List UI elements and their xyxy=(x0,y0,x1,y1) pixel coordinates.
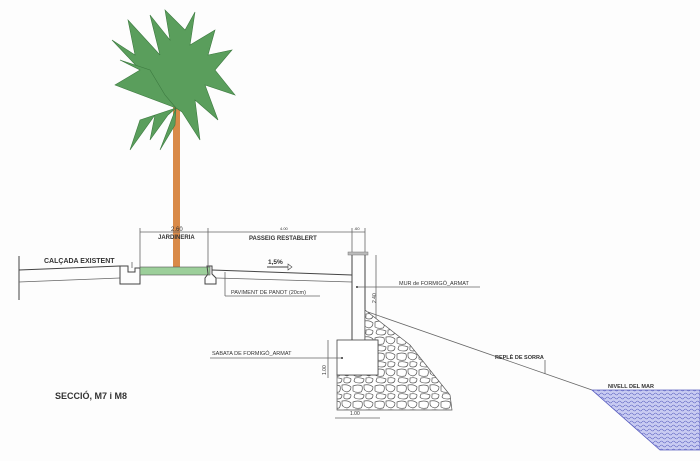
palm-tree-icon xyxy=(111,9,236,275)
paviment xyxy=(211,269,353,297)
section-title: SECCIÓ, M7 i M8 xyxy=(55,390,127,401)
top-dimension-line xyxy=(139,228,366,268)
calcada-label: CALÇADA EXISTENT xyxy=(44,258,115,265)
jardineria-label: JARDINERIA xyxy=(158,235,195,241)
reple-sorra-line xyxy=(367,311,593,391)
sabata-label: SABATA DE FORMIGÓ_ARMAT xyxy=(212,350,292,357)
tree-foliage xyxy=(111,9,236,151)
passeig-label: PASSEIG RESTABLERT xyxy=(249,236,317,242)
dim-mur-height: 2.40 xyxy=(372,293,378,303)
dim-sabata-width: 1.00 xyxy=(350,411,360,417)
tree-trunk xyxy=(173,105,180,275)
sea-water xyxy=(590,389,700,451)
nivell-label: NIVELL DEL MAR xyxy=(608,384,654,390)
dim-passeig: 4.00 xyxy=(280,226,289,231)
slope-label: 1,5% xyxy=(268,259,283,266)
calcada-existent xyxy=(18,256,141,300)
paviment-label: PAVIMENT DE PANOT (20cm) xyxy=(231,290,306,296)
dim-sabata-height: 1.00 xyxy=(322,365,328,375)
jardineria-planter xyxy=(139,266,211,276)
mur-label: MUR de FORMIGÓ_ARMAT xyxy=(399,280,470,287)
dim-mur-top: .60 xyxy=(354,226,360,231)
dim-jardineria: 2.60 xyxy=(171,227,183,233)
slope-arrow-icon xyxy=(267,263,293,271)
reple-label: REPLÈ DE SORRA xyxy=(495,353,544,361)
curb xyxy=(204,265,217,285)
sabata-formigo xyxy=(336,339,379,376)
